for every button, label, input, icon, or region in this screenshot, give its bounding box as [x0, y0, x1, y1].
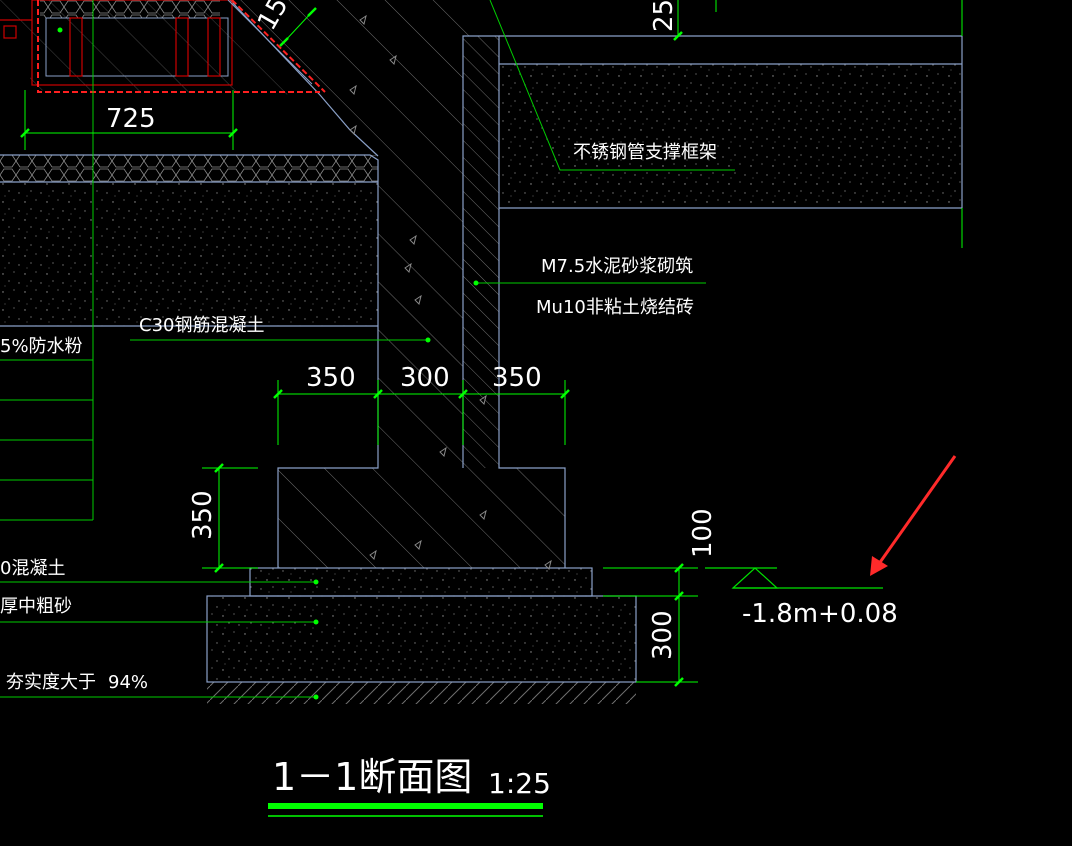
label-compaction-value: 94%	[108, 672, 148, 693]
structure-outline	[0, 0, 963, 683]
elevation-triangle-icon	[731, 567, 779, 589]
pipe-frame-detail	[0, 0, 326, 93]
leader-lines	[0, 0, 735, 698]
gravel-layer	[0, 155, 378, 182]
gravel-top	[40, 0, 220, 18]
title-bar-thick	[268, 803, 543, 809]
label-coarse-sand: 厚中粗砂	[0, 596, 72, 617]
label-stainless-frame: 不锈钢管支撑框架	[573, 142, 717, 163]
dim-25: 25	[649, 0, 679, 32]
elevation-value: -1.8m+0.08	[742, 599, 898, 629]
red-arrow-icon	[870, 455, 957, 576]
soil-regions	[0, 64, 962, 682]
title-block: 1－1断面图 1:25	[268, 755, 551, 817]
label-waterproof: 5%防水粉	[0, 336, 83, 357]
dim-725: 725	[106, 104, 156, 134]
dimension-lines	[24, 0, 963, 683]
label-compaction: 夯实度大于	[6, 672, 96, 693]
drawing-title: 1－1断面图	[272, 755, 472, 799]
dim-300: 300	[400, 363, 450, 393]
dim-100: 100	[688, 508, 718, 558]
dimension-texts: 725 150 25 350 300 350 350 100 300	[106, 0, 718, 660]
dim-350-left: 350	[306, 363, 356, 393]
label-c30: C30钢筋混凝土	[139, 315, 264, 336]
concrete-hatch-region	[0, 0, 565, 568]
label-mortar: M7.5水泥砂浆砌筑	[541, 256, 693, 277]
dim-300-vertical: 300	[648, 610, 678, 660]
left-layer-lines	[0, 0, 94, 521]
dimension-ticks	[20, 7, 684, 687]
label-brick: Mu10非粘土烧结砖	[536, 297, 694, 318]
annotation-texts: 不锈钢管支撑框架 M7.5水泥砂浆砌筑 Mu10非粘土烧结砖 C30钢筋混凝土 …	[0, 142, 717, 693]
aggregate-marks	[349, 14, 552, 570]
compacted-earth	[207, 682, 636, 704]
label-concrete: 0混凝土	[0, 558, 65, 579]
leader-dots	[313, 280, 479, 700]
dim-350-right: 350	[492, 363, 542, 393]
drawing-scale: 1:25	[488, 767, 551, 800]
brick-wall	[463, 36, 499, 468]
dim-350-vertical: 350	[188, 490, 218, 540]
elevation-mark: -1.8m+0.08	[705, 567, 898, 629]
